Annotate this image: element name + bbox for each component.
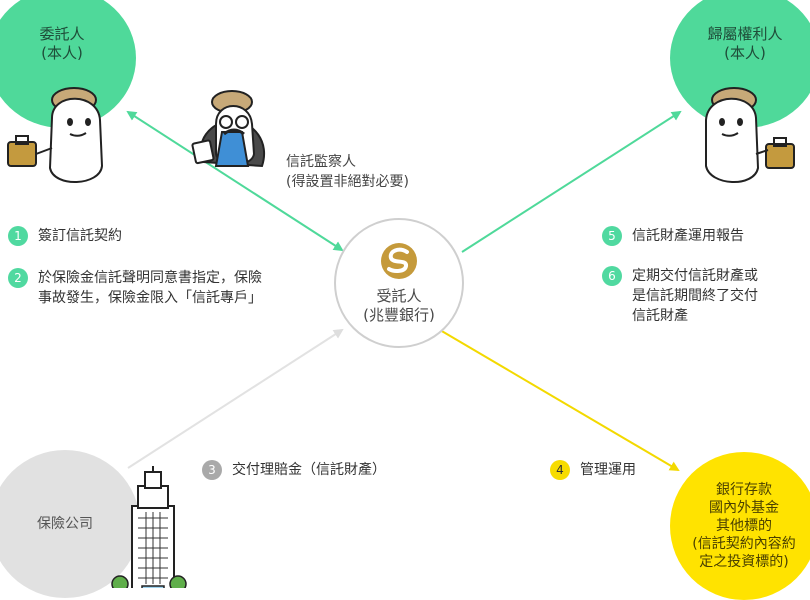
- arrow-trustee-investment: [439, 329, 680, 472]
- arrow-settlor-trustee: [126, 110, 344, 252]
- investment-line-4: (信託契約內容約: [692, 536, 796, 552]
- step-6: 6 定期交付信託財產或 是信託期間終了交付 信託財產: [602, 266, 758, 326]
- step-2: 2 於保險金信託聲明同意書指定，保險 事故發生，保險金限入「信託專戶」: [8, 268, 262, 308]
- step-text: 管理運用: [580, 460, 636, 480]
- step-3: 3 交付理賠金（信託財產）: [202, 460, 386, 480]
- step-4-line-1: 管理運用: [580, 462, 636, 478]
- investment-line-5: 定之投資標的): [699, 554, 789, 570]
- arrow-trustee-beneficiary: [461, 110, 682, 253]
- step-number-badge: 1: [8, 226, 28, 246]
- step-number-badge: 2: [8, 268, 28, 288]
- step-5: 5 信託財產運用報告: [602, 226, 744, 246]
- settlor-subtitle: (本人): [41, 44, 83, 62]
- step-text: 簽訂信託契約: [38, 226, 122, 246]
- insurer-node: 保險公司: [0, 450, 140, 598]
- beneficiary-subtitle: (本人): [724, 44, 766, 62]
- investment-line-1: 銀行存款: [716, 482, 772, 498]
- step-number-badge: 6: [602, 266, 622, 286]
- beneficiary-title: 歸屬權利人: [707, 25, 783, 43]
- step-5-line-1: 信託財產運用報告: [632, 228, 744, 244]
- step-2-line-2: 事故發生，保險金限入「信託專戶」: [38, 290, 262, 306]
- step-number-badge: 5: [602, 226, 622, 246]
- trustee-subtitle: (兆豐銀行): [363, 306, 435, 324]
- step-6-line-3: 信託財產: [632, 308, 688, 324]
- investment-line-3: 其他標的: [716, 518, 772, 534]
- supervisor-subtitle: (得設置非絕對必要): [286, 174, 409, 190]
- step-6-line-2: 是信託期間終了交付: [632, 288, 758, 304]
- arrow-insurer-trustee: [127, 328, 344, 469]
- step-1: 1 簽訂信託契約: [8, 226, 122, 246]
- trustee-title: 受託人: [376, 287, 422, 305]
- trustee-node: 受託人 (兆豐銀行): [334, 218, 464, 348]
- investment-node: 銀行存款 國內外基金 其他標的 (信託契約內容約 定之投資標的): [670, 452, 810, 600]
- step-text: 交付理賠金（信託財產）: [232, 460, 386, 480]
- bank-logo-icon: [381, 243, 417, 279]
- settlor-title: 委託人: [39, 25, 85, 43]
- step-number-badge: 3: [202, 460, 222, 480]
- step-2-line-1: 於保險金信託聲明同意書指定，保險: [38, 270, 262, 286]
- supervisor-title: 信託監察人: [286, 154, 356, 170]
- step-4: 4 管理運用: [550, 460, 636, 480]
- step-3-line-1: 交付理賠金（信託財產）: [232, 462, 386, 478]
- step-1-line-1: 簽訂信託契約: [38, 228, 122, 244]
- step-number-badge: 4: [550, 460, 570, 480]
- step-text: 定期交付信託財產或 是信託期間終了交付 信託財產: [632, 266, 758, 326]
- step-text: 於保險金信託聲明同意書指定，保險 事故發生，保險金限入「信託專戶」: [38, 268, 262, 308]
- step-6-line-1: 定期交付信託財產或: [632, 268, 758, 284]
- investment-line-2: 國內外基金: [709, 500, 779, 516]
- supervisor-note: 信託監察人 (得設置非絕對必要): [286, 152, 409, 192]
- step-text: 信託財產運用報告: [632, 226, 744, 246]
- insurer-label: 保險公司: [37, 515, 93, 532]
